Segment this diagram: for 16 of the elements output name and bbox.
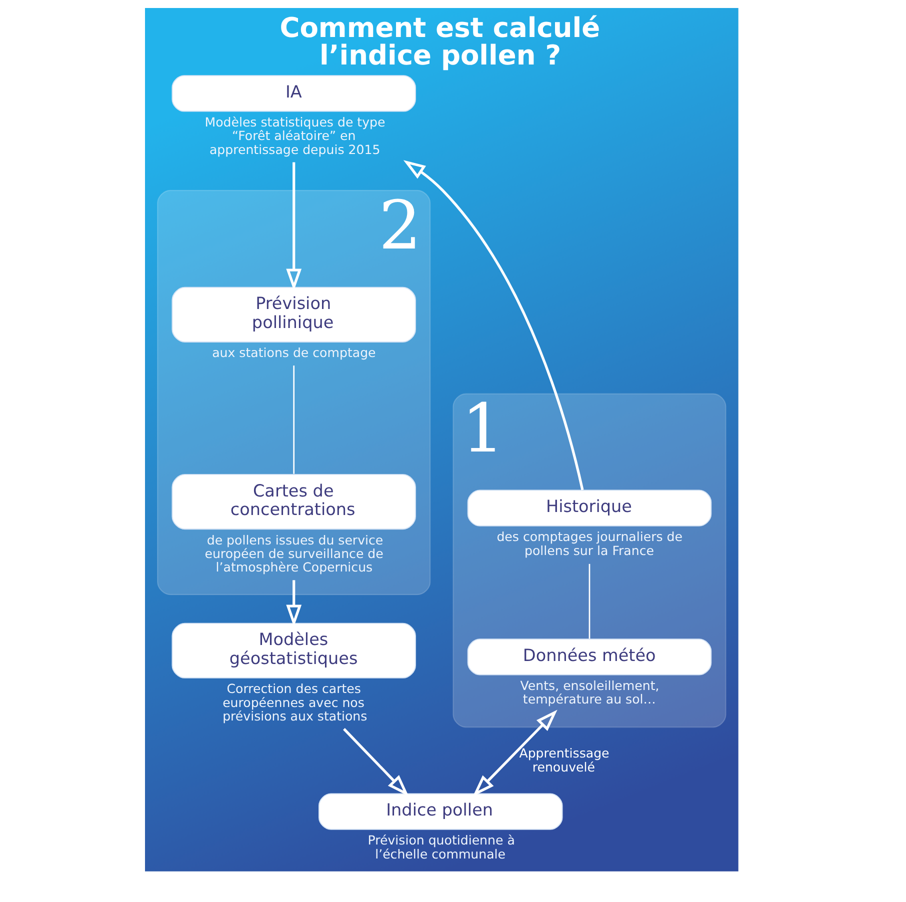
edge-label: Apprentissage renouvelé xyxy=(519,746,610,774)
node-label: des comptages journaliers de pollens sur la France xyxy=(496,529,682,558)
arrow xyxy=(343,728,409,796)
node-label: aux stations de comptage xyxy=(212,345,376,360)
node-label: Prévision quotidienne à l’échelle communale xyxy=(368,832,515,862)
node-label: Modèles statistiques de type “Forêt aléatoire” en apprentissage depuis 2015 xyxy=(204,114,386,157)
node-label: Correction des cartes européennes avec nos prévisions aux stations xyxy=(222,681,368,724)
diagram-title: Comment est calculé l’indice pollen ? xyxy=(280,13,600,72)
arrow xyxy=(472,710,558,796)
arrow xyxy=(286,580,302,627)
node-label: Vents, ensoleillement, température au sol… xyxy=(520,678,660,707)
node-label: de pollens issues du service européen de surveillance de l’atmosphère Copernicus xyxy=(204,532,384,575)
arrow xyxy=(286,162,302,291)
connector xyxy=(293,366,295,474)
connector xyxy=(588,564,590,639)
arrow xyxy=(403,160,584,490)
